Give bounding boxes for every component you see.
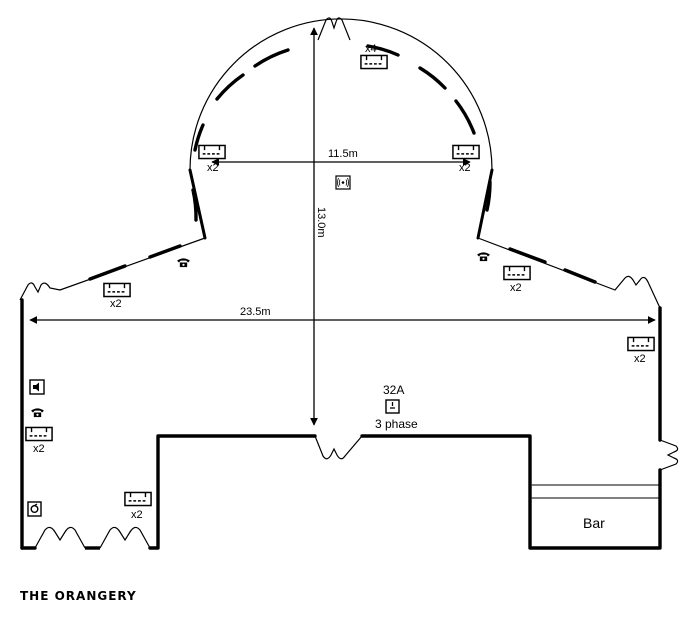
bar-label: Bar [583, 515, 605, 531]
dimension-length-total: 23.5m [240, 306, 271, 318]
socket-count: x4 [365, 43, 377, 55]
three-phase-power-point: 32A 3 phase [375, 383, 418, 431]
socket-count: x2 [110, 298, 122, 310]
speaker-icon [29, 379, 45, 395]
socket-count: x2 [207, 162, 219, 174]
page-title: THE ORANGERY [20, 589, 137, 603]
socket-count: x2 [459, 162, 471, 174]
socket-count: x2 [510, 282, 522, 294]
socket-count: x2 [33, 443, 45, 455]
socket-count: x2 [131, 509, 143, 521]
building-outline [20, 18, 662, 550]
dimension-width-dome: 11.5m [328, 148, 358, 160]
alarm-icon [27, 501, 42, 517]
dome-wall-segments [88, 44, 597, 284]
wifi-icon [335, 175, 351, 190]
power-rating: 32A [383, 383, 404, 397]
door-icon [19, 17, 679, 550]
power-socket-icon [25, 54, 655, 507]
power-phase: 3 phase [375, 417, 418, 431]
socket-count: x2 [634, 353, 646, 365]
dimension-height-dome: 13.0m [315, 207, 327, 238]
dimension-lines [29, 27, 656, 426]
socket-count-labels: x4 x2 x2 x2 x2 x2 x2 x2 [33, 43, 646, 521]
